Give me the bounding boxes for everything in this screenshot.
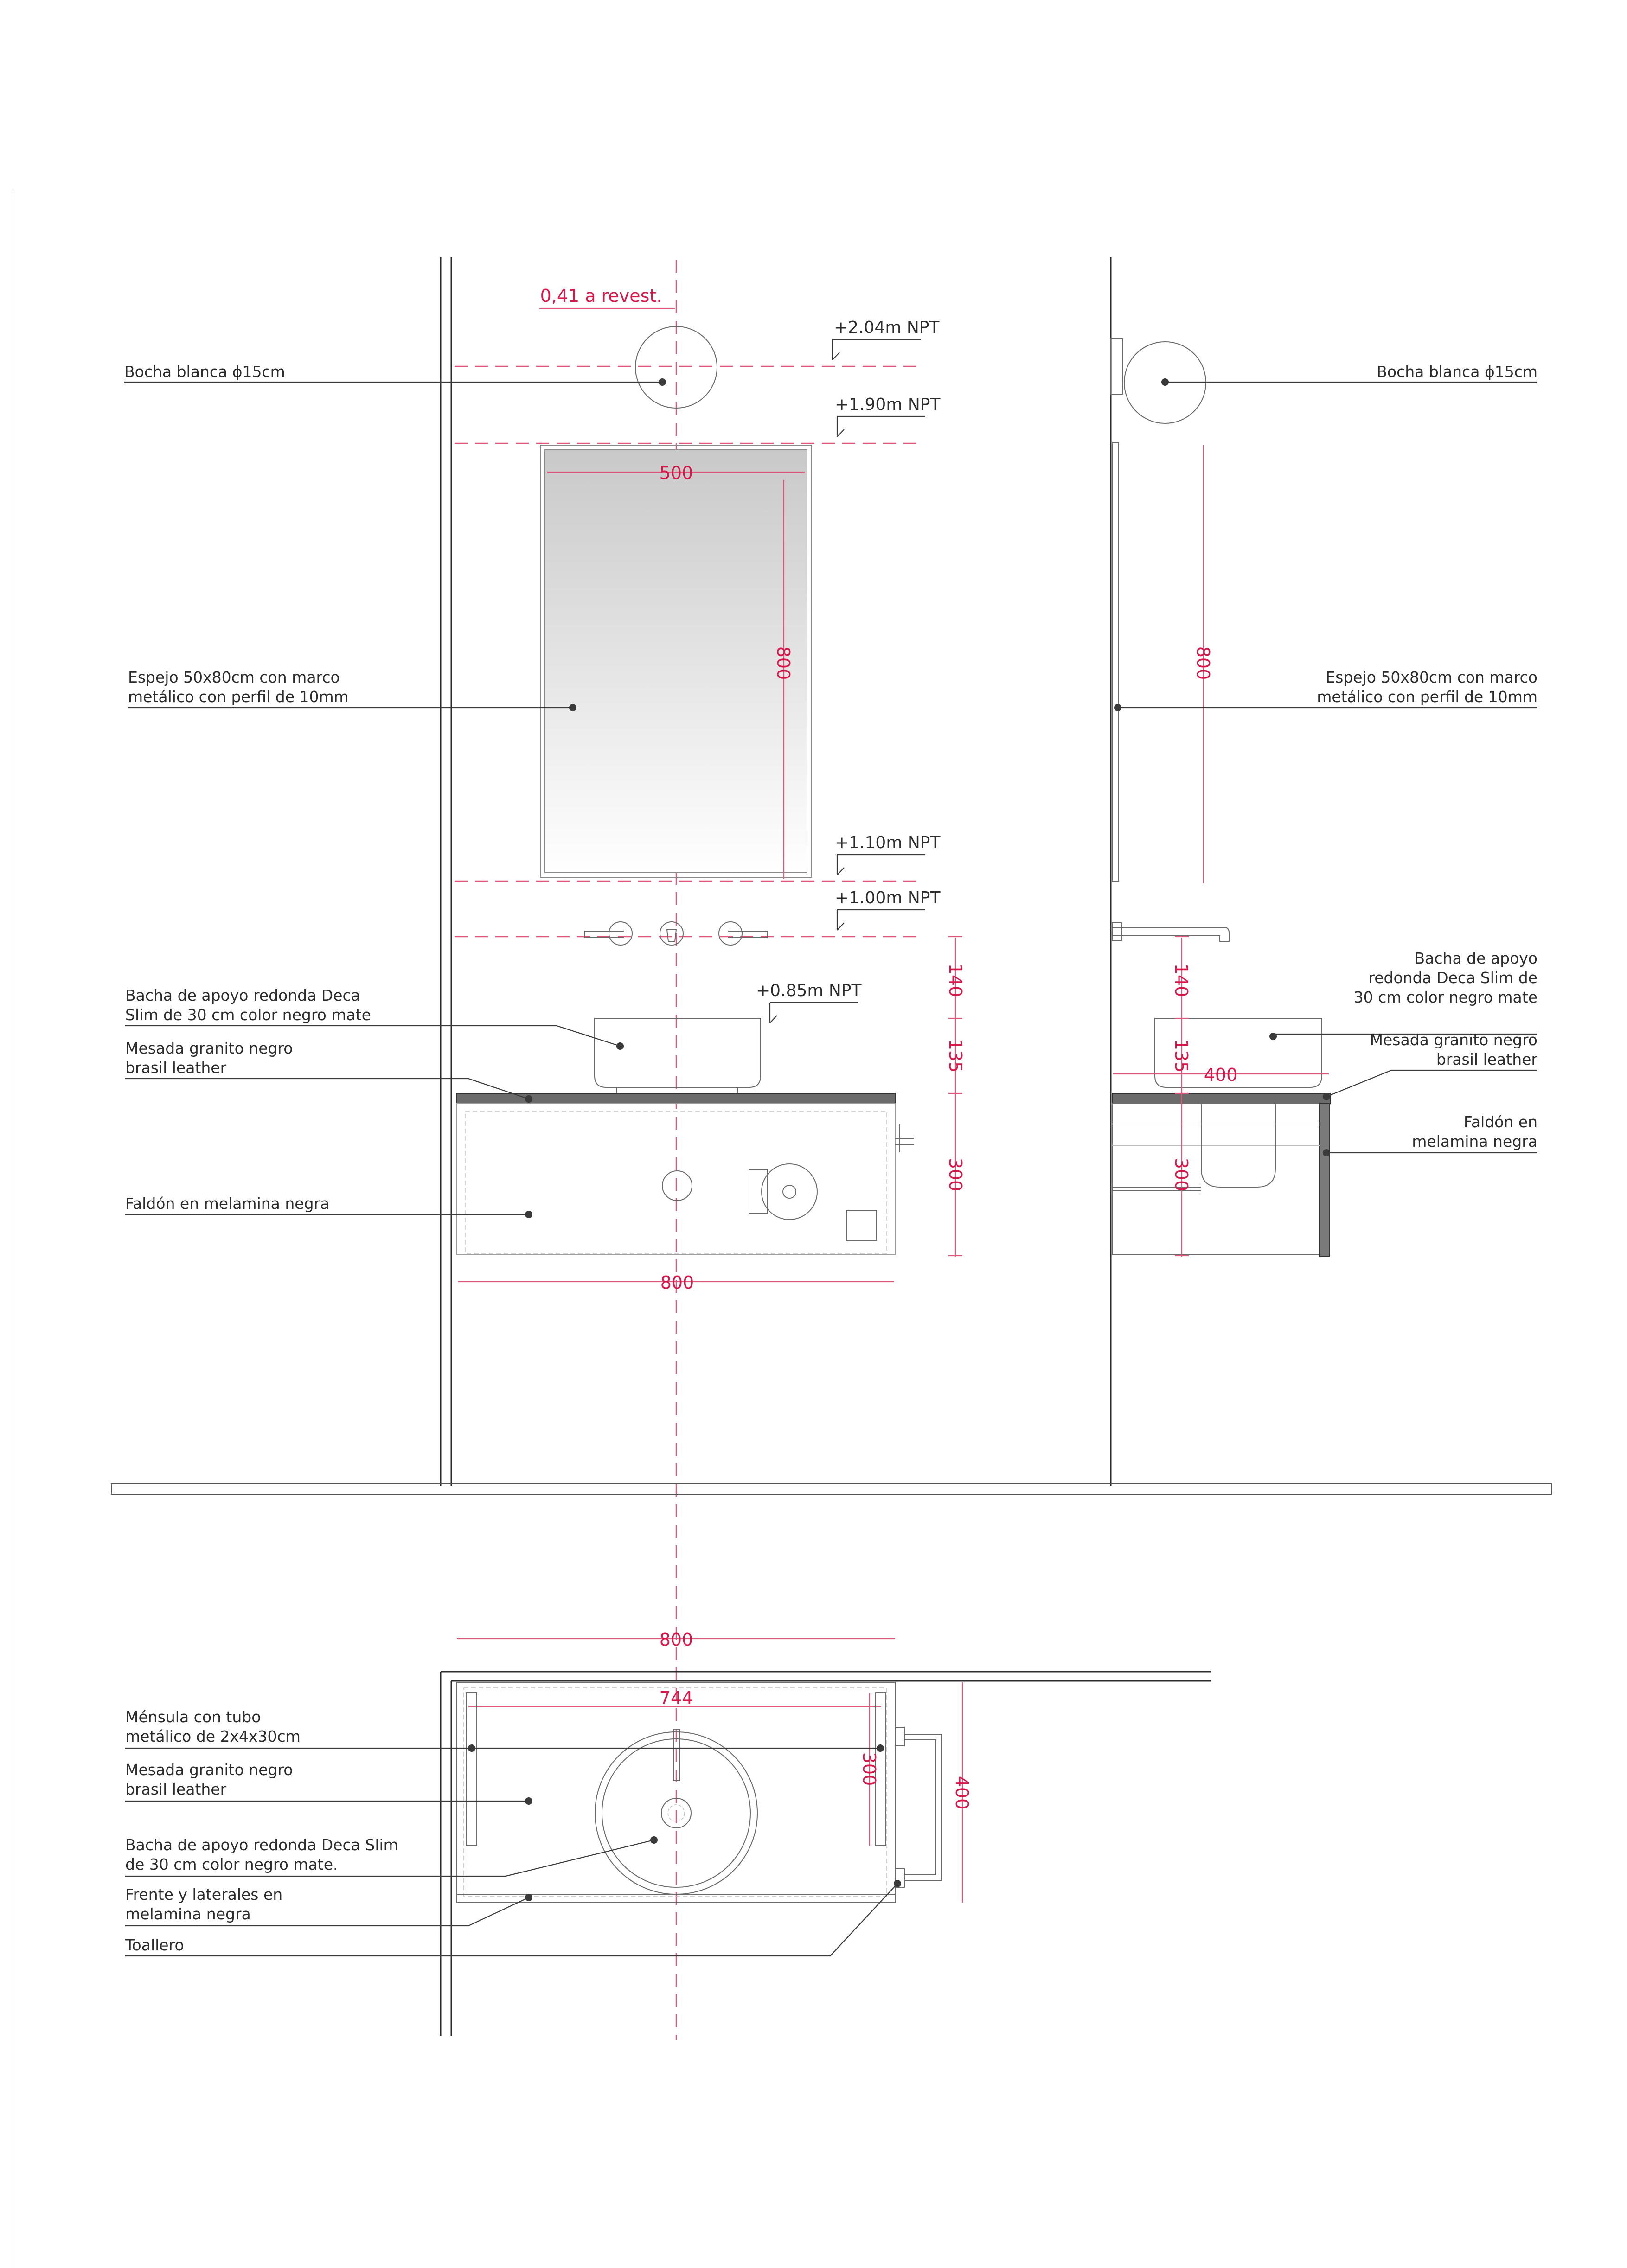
label-mesada-side-2: brasil leather (1436, 1050, 1538, 1068)
label-bacha-plan-1: Bacha de apoyo redonda Deca Slim (125, 1836, 398, 1854)
level-marker-110: +1.10m NPT (835, 833, 941, 875)
countertop-front (456, 1093, 896, 1104)
level-marker-190: +1.90m NPT (835, 395, 941, 437)
label-mesada-front-1: Mesada granito negro (125, 1039, 293, 1057)
label-mensula-2: metálico de 2x4x30cm (125, 1727, 301, 1745)
drain-icon (662, 1170, 692, 1201)
siphon-pipe-side (1201, 1104, 1276, 1188)
faucet-handles (584, 921, 768, 946)
label-mesada-plan-1: Mesada granito negro (125, 1761, 293, 1779)
svg-text:+2.04m NPT: +2.04m NPT (834, 318, 940, 337)
label-espejo-side-1: Espejo 50x80cm con marco (1326, 668, 1537, 686)
label-mesada-plan-2: brasil leather (125, 1780, 227, 1798)
label-frente-1: Frente y laterales en (125, 1885, 282, 1904)
side-dim-300: 300 (1171, 1158, 1191, 1192)
faucet-side (1112, 927, 1230, 942)
label-espejo-front-2: metálico con perfil de 10mm (128, 688, 349, 706)
floor-line (111, 1483, 1552, 1495)
basin-plan-inner (602, 1738, 751, 1888)
cabinet-side (1112, 1103, 1328, 1255)
dim-140: 140 (945, 964, 966, 997)
plan-bracket-label: 300 (859, 1752, 879, 1786)
label-mesada-side-1: Mesada granito negro (1370, 1031, 1538, 1049)
side-dim-135: 135 (1171, 1039, 1191, 1073)
plan-depth-label: 400 (952, 1776, 972, 1810)
basin-side (1154, 1018, 1322, 1088)
plan-width-label: 800 (660, 1629, 693, 1650)
basin-elevation (594, 1018, 761, 1088)
mirror-frame (540, 445, 812, 878)
label-mesada-front-2: brasil leather (125, 1059, 227, 1077)
svg-text:+1.00m NPT: +1.00m NPT (835, 888, 941, 907)
side-depth-label: 400 (1204, 1065, 1238, 1085)
axis-dim-label: 0,41 a revest. (540, 286, 662, 306)
label-faldon-side-2: melamina negra (1412, 1132, 1537, 1150)
label-faldon-front: Faldón en melamina negra (125, 1195, 329, 1213)
side-elevation: 800 400 140 135 300 Bocha blanca ϕ15cm (1110, 338, 1538, 1257)
level-marker-085: +0.85m NPT (756, 981, 862, 1023)
label-bacha-front-2: Slim de 30 cm color negro mate (125, 1006, 371, 1024)
level-marker-100: +1.00m NPT (835, 888, 941, 931)
dim-300: 300 (945, 1158, 966, 1192)
mirror-side-height-label: 800 (1193, 646, 1213, 680)
label-frente-2: melamina negra (125, 1905, 251, 1923)
label-bacha-plan-2: de 30 cm color negro mate. (125, 1855, 338, 1873)
bocha-lamp-icon (635, 326, 717, 409)
plan-faucet (673, 1729, 680, 1781)
basin-drain-icon (661, 1798, 692, 1828)
svg-text:+1.10m NPT: +1.10m NPT (835, 833, 941, 852)
siphon-icon (761, 1163, 818, 1220)
label-espejo-front-1: Espejo 50x80cm con marco (128, 668, 340, 686)
label-espejo-side-2: metálico con perfil de 10mm (1317, 688, 1537, 706)
label-bocha-front: Bocha blanca ϕ15cm (124, 363, 285, 381)
bracket-right (875, 1692, 886, 1846)
mirror-side-profile (1112, 442, 1119, 882)
label-bacha-front-1: Bacha de apoyo redonda Deca (125, 986, 360, 1004)
basin-plan-outer (595, 1731, 758, 1895)
side-dim-140: 140 (1171, 964, 1191, 997)
plan-countertop (456, 1682, 896, 1903)
front-elevation: 0,41 a revest. +2.04m NPT +1.90m NPT +1.… (111, 257, 1552, 2040)
label-toallero: Toallero (125, 1936, 184, 1954)
bracket-left (466, 1692, 477, 1846)
towel-bar-plan (895, 1727, 942, 1888)
countertop-side (1112, 1093, 1331, 1104)
label-mensula-1: Ménsula con tubo (125, 1708, 261, 1726)
label-bacha-side-3: 30 cm color negro mate (1354, 988, 1537, 1006)
lamp-bracket (1110, 338, 1123, 395)
mirror-width-label: 500 (660, 463, 693, 483)
mirror-height-label: 800 (773, 646, 794, 680)
dim-135: 135 (945, 1039, 966, 1073)
plan-view: 800 744 300 400 Ménsula con tubo (125, 1629, 1211, 2036)
label-bocha-side: Bocha blanca ϕ15cm (1377, 363, 1537, 381)
cabinet-width-label: 800 (660, 1272, 694, 1293)
label-bacha-side-1: Bacha de apoyo (1415, 949, 1537, 967)
faldon-side-panel (1319, 1103, 1330, 1257)
plan-inner-label: 744 (660, 1688, 693, 1708)
svg-text:+0.85m NPT: +0.85m NPT (756, 981, 862, 1000)
label-bacha-side-2: redonda Deca Slim de (1368, 969, 1537, 987)
svg-text:+1.90m NPT: +1.90m NPT (835, 395, 941, 414)
label-faldon-side-1: Faldón en (1464, 1113, 1537, 1131)
cabinet-faldon-front (456, 1103, 896, 1255)
level-marker-204: +2.04m NPT (832, 318, 940, 360)
mirror-glass (544, 449, 807, 873)
